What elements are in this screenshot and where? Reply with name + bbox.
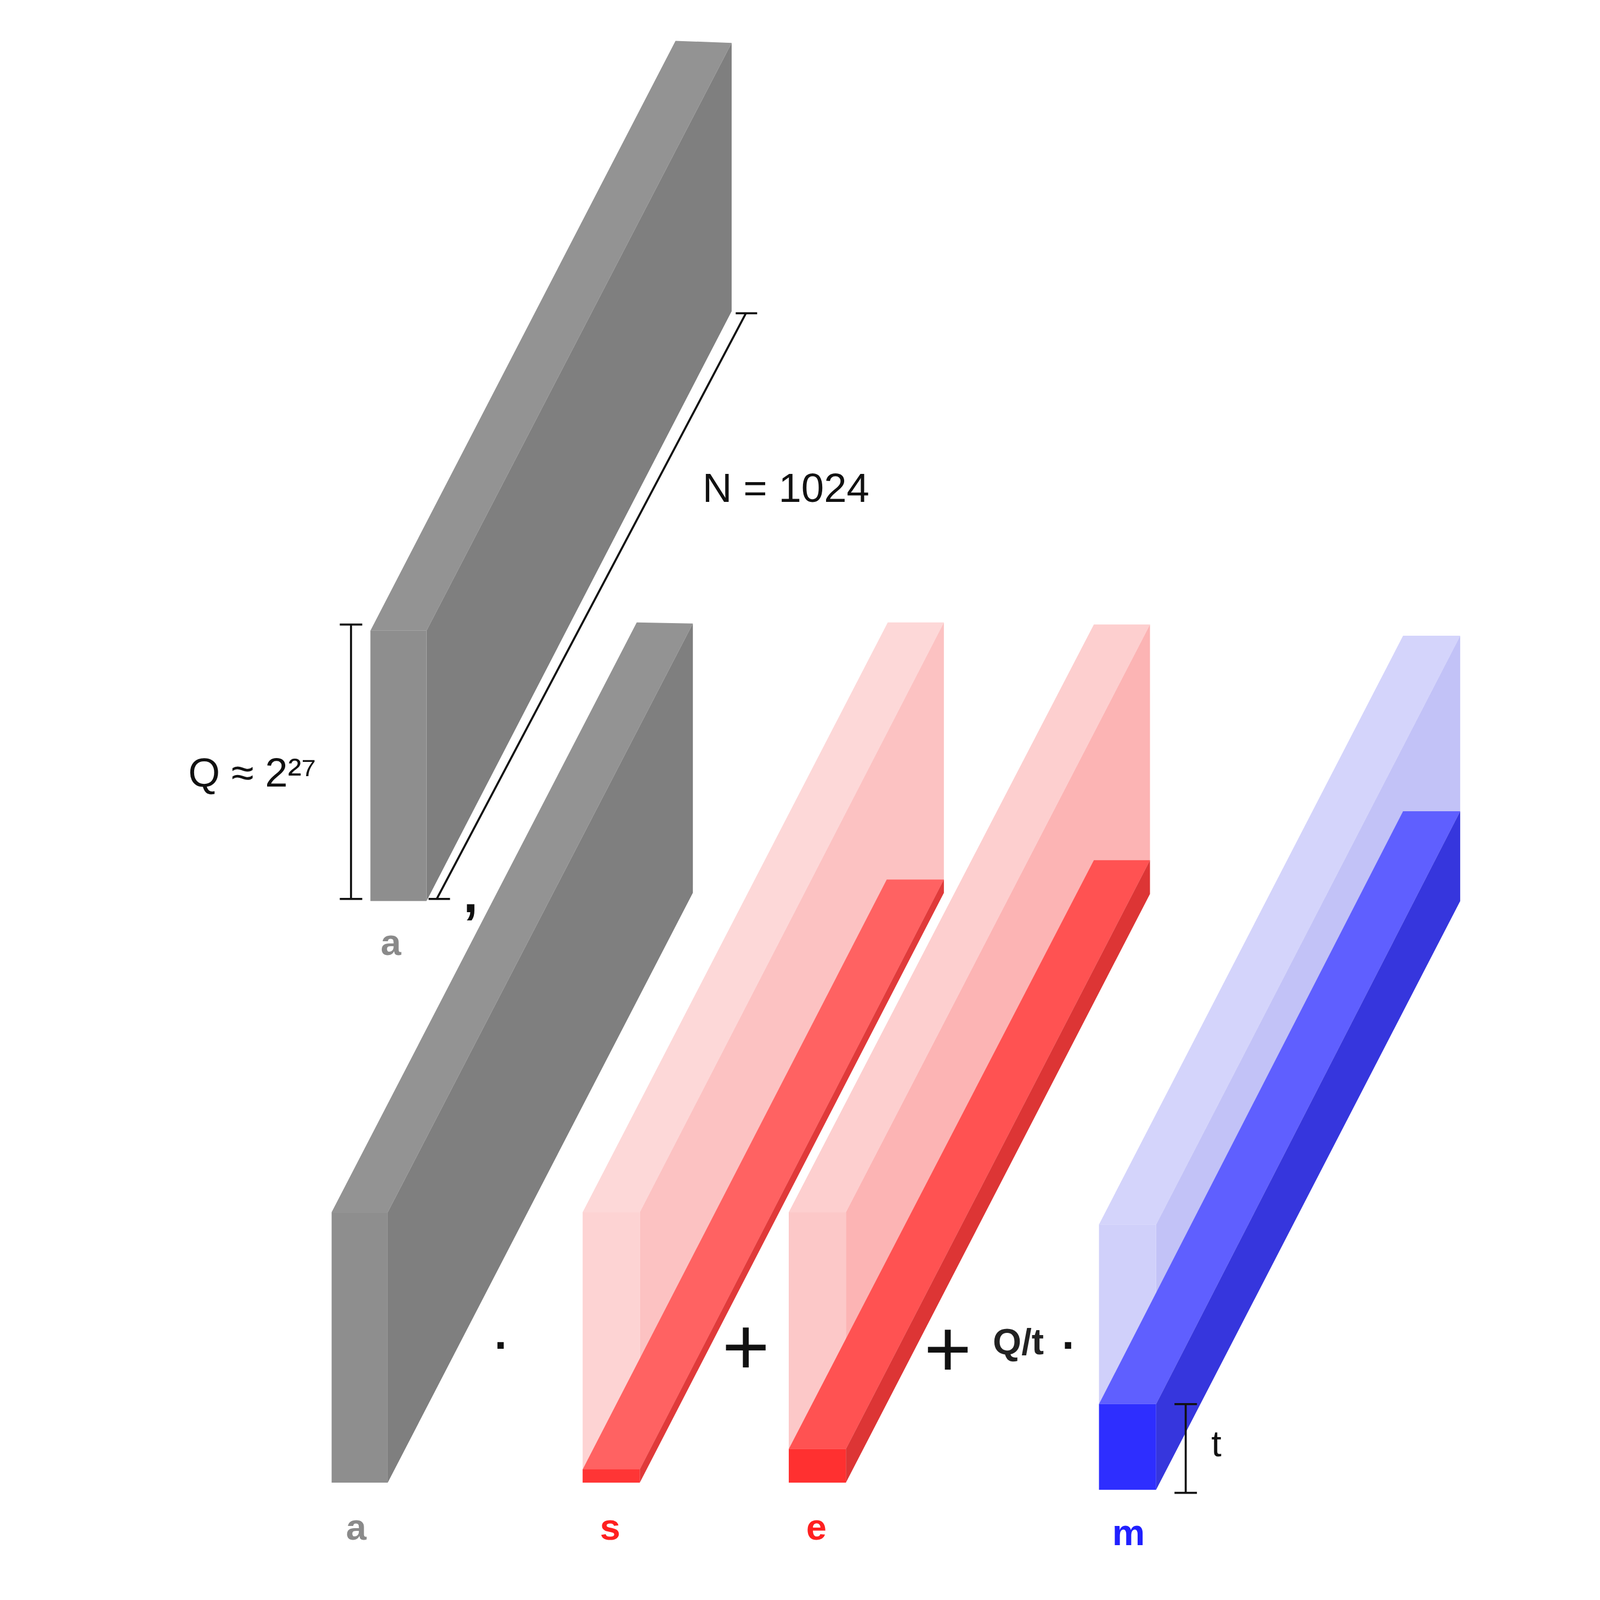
variable-label: s xyxy=(600,1508,621,1546)
variable-label: a xyxy=(346,1508,367,1546)
operator: + xyxy=(721,1305,770,1388)
matrix-a-bottom xyxy=(331,622,694,1483)
dimension-label: N = 1024 xyxy=(702,467,870,508)
dimension-label: Q ≈ 2²⁷ xyxy=(188,752,316,793)
separator: , xyxy=(463,867,479,921)
q-bracket xyxy=(339,624,363,900)
operator: + xyxy=(924,1308,972,1390)
dimension-label: t xyxy=(1211,1425,1222,1463)
message-m xyxy=(1099,635,1461,1490)
operator: · xyxy=(1061,1322,1077,1368)
variable-label: e xyxy=(806,1508,827,1546)
scale-factor: Q/t xyxy=(992,1323,1044,1361)
error-e xyxy=(788,624,1151,1484)
variable-label: m xyxy=(1112,1514,1146,1552)
t-bracket xyxy=(1174,1404,1197,1494)
operator: · xyxy=(494,1322,510,1368)
variable-label: a xyxy=(380,924,401,961)
